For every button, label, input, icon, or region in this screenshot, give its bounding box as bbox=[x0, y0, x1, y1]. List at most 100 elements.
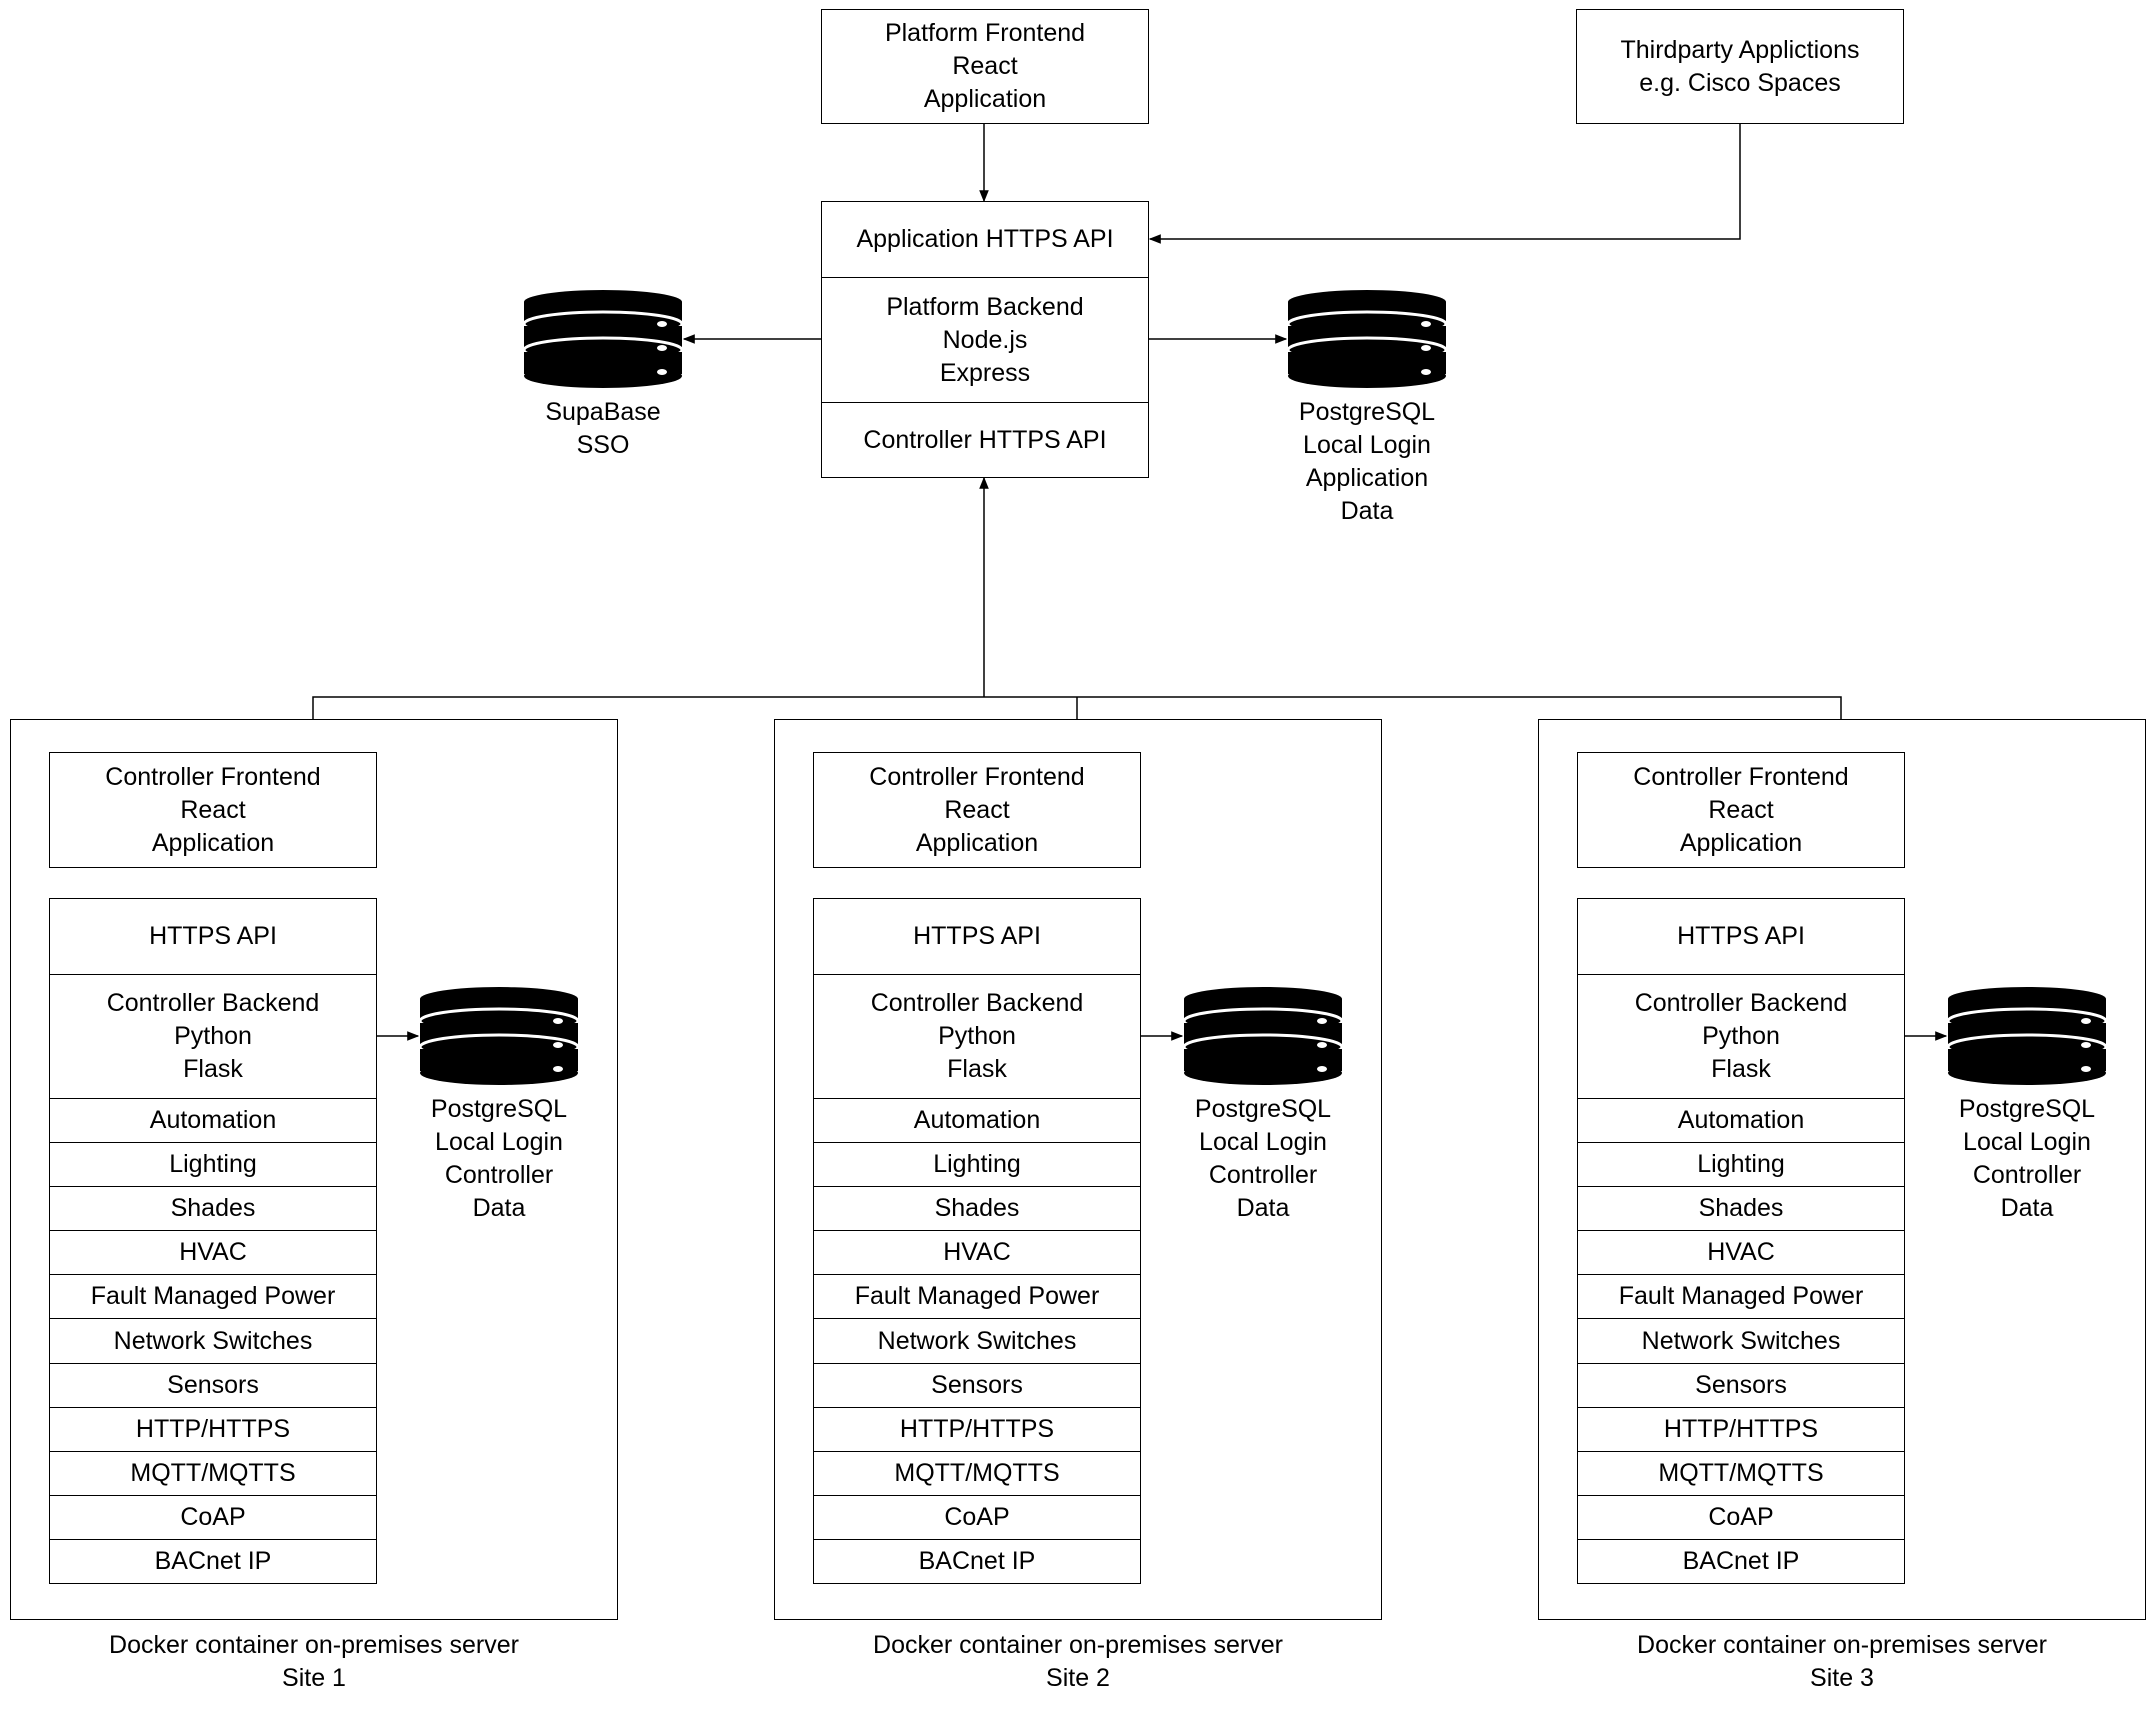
site-1-container bbox=[10, 719, 618, 1620]
module-cell: HTTP/HTTPS bbox=[50, 1408, 376, 1452]
postgres-controller-line: PostgreSQL bbox=[1194, 1095, 1332, 1123]
module-cell: Fault Managed Power bbox=[50, 1275, 376, 1320]
controller-frontend-line: Controller Frontend bbox=[105, 762, 321, 791]
https-api-cell: HTTPS API bbox=[814, 899, 1140, 975]
https-api-cell: HTTPS API bbox=[50, 899, 376, 975]
module-label: Network Switches bbox=[877, 1326, 1077, 1355]
site-2-container bbox=[774, 719, 1382, 1620]
site-caption-line: Site 2 bbox=[1046, 1664, 1110, 1692]
module-cell: MQTT/MQTTS bbox=[50, 1452, 376, 1496]
module-cell: Automation bbox=[50, 1099, 376, 1144]
module-cell: Automation bbox=[814, 1099, 1140, 1144]
site-caption-line: Docker container on-premises server bbox=[109, 1631, 519, 1659]
module-label: BACnet IP bbox=[918, 1546, 1036, 1575]
module-cell: Network Switches bbox=[50, 1319, 376, 1364]
module-label: HTTP/HTTPS bbox=[135, 1414, 291, 1443]
controller-frontend-line: Application bbox=[151, 828, 275, 857]
module-label: Fault Managed Power bbox=[1618, 1282, 1864, 1311]
module-cell: CoAP bbox=[814, 1496, 1140, 1540]
module-cell: Shades bbox=[1578, 1187, 1904, 1232]
site-3-container bbox=[1538, 719, 2146, 1620]
platform-frontend-box: Platform Frontend React Application bbox=[821, 9, 1149, 124]
module-label: HTTP/HTTPS bbox=[899, 1414, 1055, 1443]
module-label: Network Switches bbox=[113, 1326, 313, 1355]
application-api-label: Application HTTPS API bbox=[856, 225, 1114, 253]
site-caption-line: Site 3 bbox=[1810, 1664, 1874, 1692]
controller-frontend-line: React bbox=[180, 795, 246, 824]
module-label: Network Switches bbox=[1641, 1326, 1841, 1355]
module-label: HTTP/HTTPS bbox=[1663, 1414, 1819, 1443]
postgres-controller-line: Controller bbox=[1208, 1161, 1318, 1189]
supabase-line: SSO bbox=[576, 431, 630, 459]
https-api-label: HTTPS API bbox=[913, 922, 1041, 950]
controller-backend-line: Flask bbox=[1711, 1055, 1771, 1083]
module-label: BACnet IP bbox=[154, 1546, 272, 1575]
module-cell: Sensors bbox=[814, 1364, 1140, 1408]
module-label: Shades bbox=[1698, 1194, 1784, 1223]
module-cell: Lighting bbox=[1578, 1143, 1904, 1188]
postgres-platform-line: PostgreSQL bbox=[1298, 398, 1436, 426]
https-api-label: HTTPS API bbox=[149, 922, 277, 950]
module-cell: Network Switches bbox=[814, 1319, 1140, 1364]
module-label: Fault Managed Power bbox=[90, 1282, 336, 1311]
module-cell: Lighting bbox=[814, 1143, 1140, 1188]
postgres-platform-line: Data bbox=[1340, 497, 1394, 525]
module-cell: Shades bbox=[50, 1187, 376, 1232]
thirdparty-box: Thirdparty Applictions e.g. Cisco Spaces bbox=[1576, 9, 1904, 124]
postgres-controller-line: PostgreSQL bbox=[430, 1095, 568, 1123]
supabase-label: SupaBase SSO bbox=[503, 396, 703, 462]
postgres-controller-line: Controller bbox=[1972, 1161, 2082, 1189]
module-cell: Fault Managed Power bbox=[1578, 1275, 1904, 1320]
supabase-line: SupaBase bbox=[545, 398, 661, 426]
controller-backend-line: Controller Backend bbox=[870, 989, 1084, 1017]
module-cell: Shades bbox=[814, 1187, 1140, 1232]
postgres-controller-line: Data bbox=[1236, 1194, 1290, 1222]
controller-backend-line: Controller Backend bbox=[106, 989, 320, 1017]
module-cell: HVAC bbox=[814, 1231, 1140, 1276]
site-2-postgres-database-icon bbox=[1182, 987, 1344, 1085]
module-label: Sensors bbox=[1695, 1370, 1787, 1399]
module-label: Shades bbox=[934, 1194, 1020, 1223]
application-api-cell: Application HTTPS API bbox=[822, 202, 1148, 278]
postgres-controller-line: Local Login bbox=[1963, 1128, 2091, 1156]
module-label: Lighting bbox=[1697, 1150, 1785, 1179]
module-cell: HTTP/HTTPS bbox=[814, 1408, 1140, 1452]
platform-backend-cell: Platform Backend Node.js Express bbox=[822, 278, 1148, 403]
arrow-thirdparty-to-api bbox=[1148, 124, 1741, 244]
module-cell: BACnet IP bbox=[50, 1540, 376, 1583]
controller-frontend-line: React bbox=[944, 795, 1010, 824]
site-1-postgres-database-icon bbox=[418, 987, 580, 1085]
module-cell: HVAC bbox=[50, 1231, 376, 1276]
module-label: CoAP bbox=[180, 1502, 246, 1531]
module-cell: Network Switches bbox=[1578, 1319, 1904, 1364]
postgres-controller-line: Controller bbox=[444, 1161, 554, 1189]
postgres-controller-line: Local Login bbox=[1199, 1128, 1327, 1156]
module-label: Sensors bbox=[931, 1370, 1023, 1399]
postgres-platform-database-icon bbox=[1286, 290, 1448, 388]
site-caption-line: Docker container on-premises server bbox=[1637, 1631, 2047, 1659]
module-label: Sensors bbox=[167, 1370, 259, 1399]
site-caption-line: Site 1 bbox=[282, 1664, 346, 1692]
platform-backend-stack: Application HTTPS API Platform Backend N… bbox=[821, 201, 1149, 478]
module-label: Automation bbox=[149, 1106, 277, 1135]
module-label: Automation bbox=[1677, 1106, 1805, 1135]
site-caption-line: Docker container on-premises server bbox=[873, 1631, 1283, 1659]
platform-backend-line: Express bbox=[939, 358, 1031, 387]
platform-frontend-line: Application bbox=[923, 85, 1047, 113]
postgres-controller-line: Local Login bbox=[435, 1128, 563, 1156]
module-label: Lighting bbox=[169, 1150, 257, 1179]
https-api-label: HTTPS API bbox=[1677, 922, 1805, 950]
controller-backend-line: Flask bbox=[183, 1055, 243, 1083]
controller-backend-line: Python bbox=[174, 1022, 252, 1050]
controller-backend-line: Python bbox=[938, 1022, 1016, 1050]
